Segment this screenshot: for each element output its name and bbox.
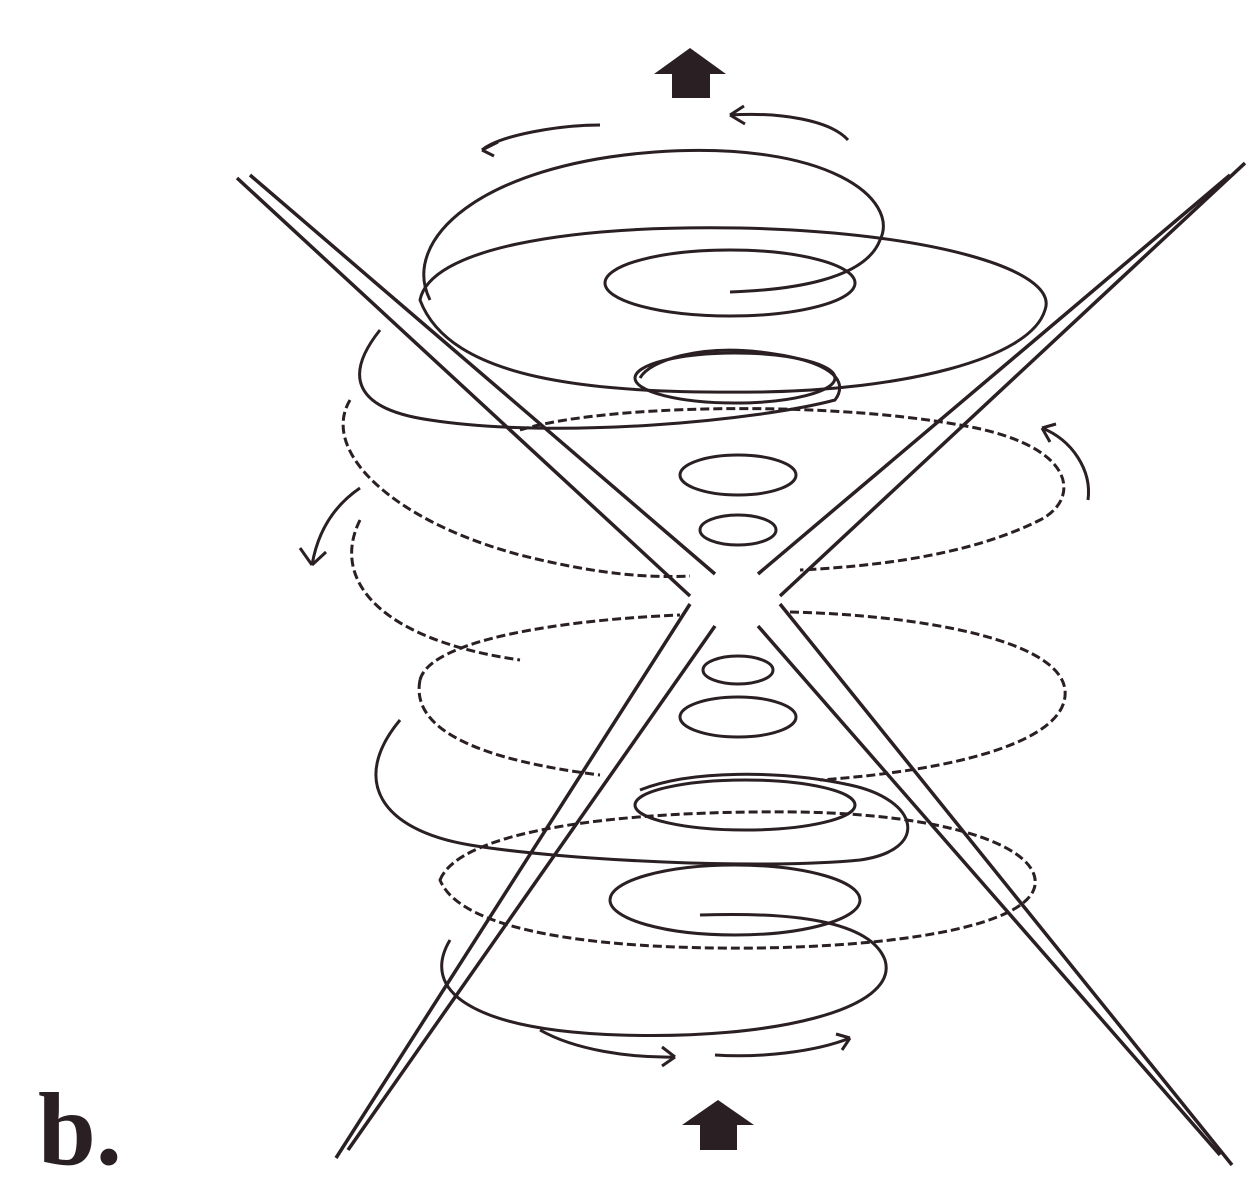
lower-helix-bottom-loop: [442, 914, 886, 1035]
upper-helix-core-loop: [680, 455, 796, 495]
rotation-arrow-bottom-right: [715, 1038, 850, 1056]
lower-helix-disk-left: [419, 680, 600, 775]
upward-arrow-icon: [682, 1100, 754, 1150]
lower-helix-outer-loop: [376, 720, 908, 864]
cone-line-lower-left-inner: [348, 626, 715, 1150]
lower-helix-small-loop: [635, 780, 855, 830]
cone-line-lower-right-inner: [758, 626, 1220, 1155]
cone-line-lower-left-outer: [336, 604, 690, 1158]
lower-helix-inner-loop: [610, 865, 860, 935]
upper-helix-core-tip: [700, 515, 776, 545]
cone-boundaries: [237, 163, 1245, 1165]
lower-helix-core-tip: [703, 656, 773, 684]
lower-helix-disk: [440, 812, 1035, 948]
upward-arrow-icon: [654, 48, 726, 98]
rotation-arrow-top-left: [482, 125, 600, 150]
lower-helix-core-loop: [680, 697, 796, 737]
upper-helix-middle-loop: [360, 330, 840, 428]
upper-helix-small-loop: [635, 353, 835, 403]
upper-helix-outer-loop: [424, 150, 883, 300]
lower-helix-wide-loop: [352, 520, 520, 660]
upper-helix: [343, 150, 1064, 576]
upper-helix-wide-loop: [420, 228, 1046, 392]
cone-line-upper-left-inner: [250, 175, 715, 574]
panel-label: b.: [38, 1078, 122, 1182]
lower-helix: [352, 520, 1066, 1036]
rotation-arrow-top-right: [730, 114, 848, 140]
cone-line-upper-right-inner: [758, 175, 1230, 574]
